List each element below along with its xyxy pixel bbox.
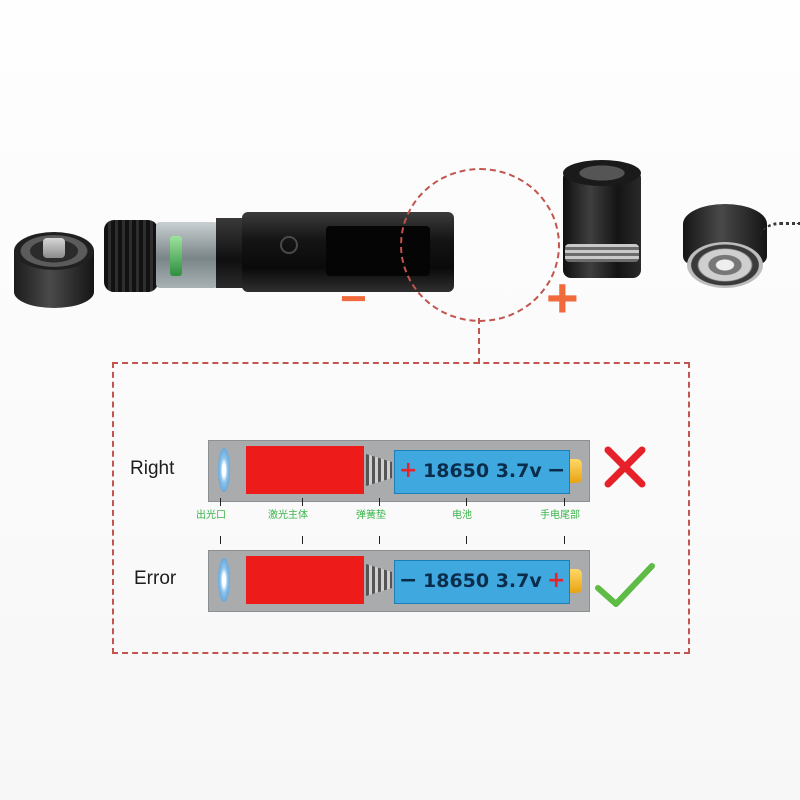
battery-cell: + 18650 3.7v − bbox=[394, 450, 570, 494]
diagram-frame bbox=[112, 362, 690, 654]
zoom-connector bbox=[478, 318, 480, 364]
part-label: 电池 bbox=[452, 510, 472, 521]
lens-icon bbox=[218, 558, 230, 602]
battery-cell: − 18650 3.7v + bbox=[394, 560, 570, 604]
battery-row-right: + 18650 3.7v − bbox=[208, 440, 590, 502]
laser-head-grip bbox=[104, 220, 158, 292]
laser-module bbox=[246, 556, 364, 604]
part-label: 手电尾部 bbox=[540, 510, 580, 521]
minus-sign: − bbox=[340, 272, 367, 324]
zoom-circle bbox=[400, 168, 560, 322]
battery-text: 18650 3.7v bbox=[423, 460, 542, 482]
laser-module bbox=[246, 446, 364, 494]
part-label: 激光主体 bbox=[268, 510, 308, 521]
part-label: 弹簧垫 bbox=[356, 510, 386, 521]
part-labels: 出光口 激光主体 弹簧垫 电池 手电尾部 bbox=[196, 498, 616, 544]
battery-right-pole: + bbox=[547, 568, 566, 593]
battery-terminal bbox=[570, 569, 582, 593]
battery-terminal bbox=[570, 459, 582, 483]
power-switch-icon bbox=[280, 236, 298, 254]
front-cap bbox=[14, 228, 94, 310]
battery-left-pole: − bbox=[399, 568, 418, 593]
lanyard-cord bbox=[760, 222, 800, 253]
lens-icon bbox=[218, 448, 230, 492]
battery-row-error: − 18650 3.7v + bbox=[208, 550, 590, 612]
row-label-right: Right bbox=[130, 458, 175, 479]
battery-text: 18650 3.7v bbox=[423, 570, 542, 592]
part-label: 出光口 bbox=[196, 510, 226, 521]
tail-cap bbox=[683, 200, 767, 292]
x-mark-icon bbox=[604, 446, 646, 488]
battery-left-pole: + bbox=[399, 458, 418, 483]
checkmark-icon bbox=[595, 563, 655, 607]
laser-label-band bbox=[156, 222, 218, 288]
battery-right-pole: − bbox=[547, 458, 566, 483]
battery-extension-tube bbox=[563, 160, 641, 280]
row-label-error: Error bbox=[134, 568, 177, 589]
laser-neck bbox=[216, 218, 244, 288]
